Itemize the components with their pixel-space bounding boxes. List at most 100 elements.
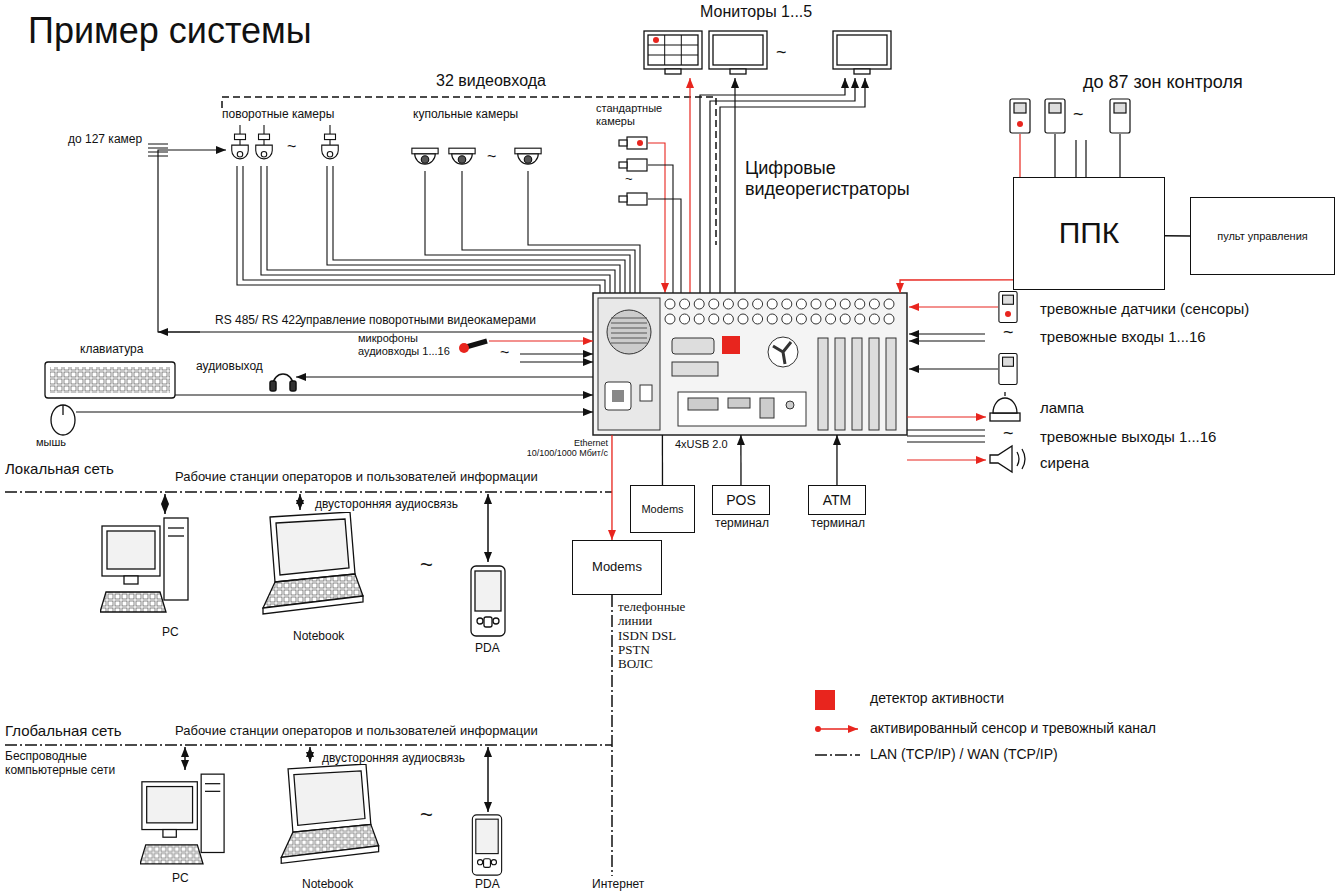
zone-wire xyxy=(1119,134,1120,177)
repeat-mark: ~ xyxy=(420,552,433,577)
zone-wire xyxy=(1019,134,1020,177)
standard-camera xyxy=(619,193,647,205)
dvr-connectors xyxy=(611,323,647,324)
camera-wire xyxy=(648,165,673,293)
monitor xyxy=(648,55,698,56)
rotary-camera xyxy=(322,125,339,159)
zone-wire xyxy=(1020,134,1120,177)
monitor xyxy=(681,35,682,65)
label-text: лампа xyxy=(1040,399,1084,416)
lamp xyxy=(990,392,1020,421)
zone-sensor xyxy=(1045,99,1065,133)
dvr xyxy=(786,401,794,409)
dvr xyxy=(593,293,907,435)
network-line xyxy=(611,595,613,876)
headphones xyxy=(270,374,296,391)
dvr-connectors xyxy=(738,299,748,309)
node-caption: терминал xyxy=(715,517,769,531)
label-text: телефонные линии ISDN DSL PSTN ВОЛС xyxy=(618,600,685,671)
dvr-connectors xyxy=(855,299,865,309)
label-text: тревожные датчики (сенсоры) xyxy=(1040,300,1249,317)
terminal-box: POSтерминал xyxy=(712,485,770,515)
legend-text: активированный сенсор и тревожный канал xyxy=(870,720,1156,736)
alarm-input-wire xyxy=(909,333,985,334)
camera-wire xyxy=(648,199,681,293)
label-text: Notebook xyxy=(302,878,353,892)
activity-detector xyxy=(722,336,740,354)
label-text: PDA xyxy=(475,878,500,892)
workstation xyxy=(472,815,501,875)
dvr xyxy=(768,337,798,367)
video-inputs-bracket xyxy=(222,97,716,245)
workstation xyxy=(100,518,188,612)
dvr-connectors xyxy=(869,314,879,324)
alarm-output-wire xyxy=(907,435,985,436)
label-text: управление поворотными видеокамерами xyxy=(300,314,536,328)
legend-sample xyxy=(815,726,860,755)
dvr-connectors xyxy=(611,299,896,430)
dome-camera xyxy=(449,148,475,164)
dvr xyxy=(728,398,750,408)
audio-wire xyxy=(520,361,593,362)
dvr-connectors xyxy=(796,314,806,324)
siren xyxy=(990,446,1025,472)
lamp xyxy=(990,413,1020,421)
workstation xyxy=(263,512,363,614)
dvr-connectors xyxy=(665,314,675,324)
node-caption: терминал xyxy=(811,517,865,531)
label-text: клавиатура xyxy=(80,343,143,357)
alarm-output-wire xyxy=(907,441,985,442)
zone-sensor xyxy=(1010,99,1130,133)
standard-camera xyxy=(637,140,643,146)
alarm-output-wire xyxy=(907,417,986,460)
dvr xyxy=(688,398,718,410)
node-label: Modems xyxy=(641,503,683,516)
legend-sample xyxy=(815,726,821,732)
dvr-connectors xyxy=(811,299,821,309)
modem-box: Modems xyxy=(630,485,695,533)
workstation-arrow xyxy=(487,494,489,562)
label-text: микрофоны аудиовходы 1...16 xyxy=(358,332,458,357)
label-text: Рабочие станции операторов и пользовател… xyxy=(175,470,538,485)
label-text: Цифровые видеорегистраторы xyxy=(745,158,910,199)
dome-camera xyxy=(412,148,438,164)
dvr-connectors xyxy=(723,299,733,309)
camera-wire xyxy=(243,166,605,293)
control-panel-box: ППК xyxy=(1013,177,1165,290)
legend-sample xyxy=(815,754,860,756)
dvr-connectors xyxy=(796,299,806,309)
monitor xyxy=(644,31,702,74)
label-text: стандартные камеры xyxy=(596,102,662,127)
label-text: двусторонняя аудиосвязь xyxy=(315,498,458,512)
repeat-mark: ~ xyxy=(287,138,296,156)
network-line xyxy=(5,492,612,876)
dvr xyxy=(672,362,718,376)
rs485-wire xyxy=(158,331,200,332)
dvr xyxy=(773,342,791,364)
dvr-connectors xyxy=(611,343,647,344)
dvr-connectors xyxy=(753,299,763,309)
camera-wire xyxy=(327,166,620,293)
microphone xyxy=(459,341,487,353)
repeat-mark: ~ xyxy=(487,148,496,166)
dvr-connectors xyxy=(611,333,647,334)
alarm-sensor xyxy=(999,292,1017,323)
repeat-mark: ~ xyxy=(625,172,633,187)
node-label: Modems xyxy=(592,560,642,575)
label-text: сирена xyxy=(1040,454,1089,471)
workstation-arrow xyxy=(299,494,301,510)
label-text: мышь xyxy=(36,436,66,449)
dvr-connectors xyxy=(665,299,675,309)
alarm-input-wire xyxy=(909,306,998,307)
dvr xyxy=(612,390,624,402)
dvr-connectors xyxy=(811,314,821,324)
legend-text: LAN (TCP/IP) / WAN (TCP/IP) xyxy=(870,746,1058,762)
mouse xyxy=(62,405,63,415)
lamp xyxy=(1004,392,1005,396)
siren xyxy=(1017,449,1025,469)
workstation xyxy=(100,512,505,875)
dvr-connectors xyxy=(869,299,879,309)
standard-camera xyxy=(619,137,647,205)
dvr-connectors xyxy=(753,314,763,324)
